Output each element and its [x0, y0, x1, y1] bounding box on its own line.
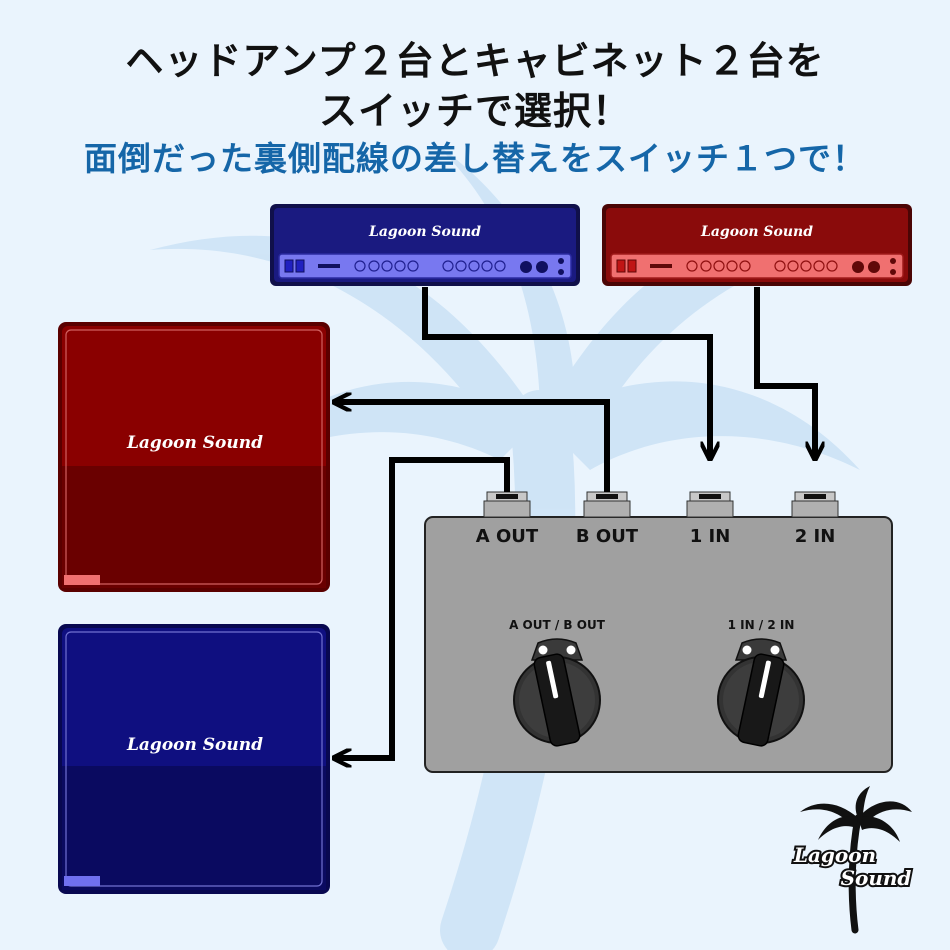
knob-label-output: A OUT / B OUT [509, 618, 606, 632]
palm-tree-icon [848, 814, 862, 934]
logo-text-line1: Lagoon [793, 843, 876, 867]
blue-amp-logo: Lagoon Sound [368, 224, 481, 240]
switcher-jacks [483, 491, 839, 518]
jack-b-out [583, 491, 631, 518]
switcher-box [424, 516, 893, 773]
jack-label-b-out: B OUT [576, 526, 639, 547]
red-amp-control-panel [610, 253, 904, 279]
red-cabinet: Lagoon Sound [58, 322, 330, 592]
headline-line-1: ヘッドアンプ２台とキャビネット２台を [125, 39, 825, 83]
jack-label-a-out: A OUT [476, 526, 539, 547]
jack-1-in [686, 491, 734, 518]
output-selector-knob[interactable] [513, 638, 601, 747]
blue-amp-control-panel [278, 253, 572, 279]
jack-label-1-in: 1 IN [690, 526, 731, 547]
red-cabinet-logo: Lagoon Sound [126, 433, 263, 453]
cable-a-out-to-blue-cabinet [336, 457, 510, 758]
blue-cabinet-logo: Lagoon Sound [126, 735, 263, 755]
jack-2-in [791, 491, 839, 518]
cables [336, 287, 815, 758]
jack-label-2-in: 2 IN [795, 526, 836, 547]
red-amp-logo: Lagoon Sound [700, 224, 813, 240]
blue-amp-knobs [354, 260, 506, 272]
knob-label-input: 1 IN / 2 IN [728, 618, 795, 632]
lagoon-sound-logo: Lagoon Sound [791, 786, 913, 934]
cable-red-amp-to-2-in [754, 287, 815, 457]
logo-text-line2: Sound [841, 866, 912, 890]
blue-amp-head: Lagoon Sound [270, 204, 580, 286]
headline-line-2: スイッチで選択！ [318, 89, 631, 133]
subheadline: 面倒だった裏側配線の差し替えをスイッチ１つで！ [84, 139, 866, 178]
cable-blue-amp-to-1-in [422, 287, 710, 457]
red-amp-knobs [686, 260, 838, 272]
cable-b-out-to-red-cabinet [336, 402, 610, 492]
blue-cabinet: Lagoon Sound [58, 624, 330, 894]
jack-a-out [483, 491, 531, 518]
input-selector-knob[interactable] [717, 638, 805, 747]
red-amp-head: Lagoon Sound [602, 204, 912, 286]
